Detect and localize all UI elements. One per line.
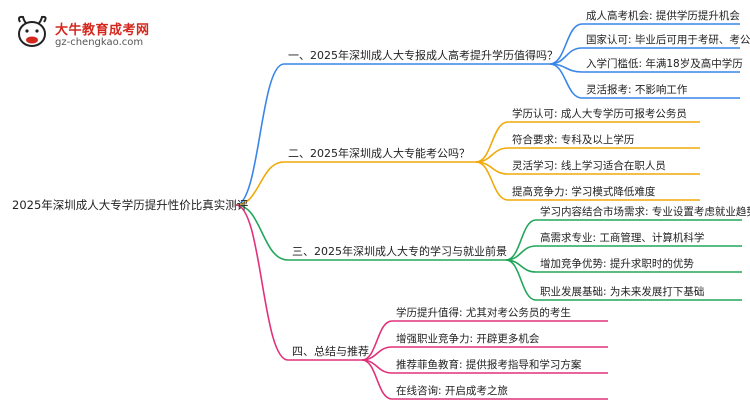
logo-name: 大牛教育成考网 [55,23,150,38]
branch-title: 一、2025年深圳成人大专报成人高考提升学历值得吗？ [288,48,558,62]
leaf-item: 高需求专业: 工商管理、计算机科学 [540,231,704,244]
leaf-item: 灵活报考: 不影响工作 [586,83,688,96]
leaf-item: 推荐菲鱼教育: 提供报考指导和学习方案 [396,358,582,371]
branch-connector [235,204,289,361]
leaf-item: 国家认可: 毕业后可用于考研、考公 [586,33,750,46]
bull-logo-icon [18,15,47,47]
site-logo: 大牛教育成考网 gz-chengkao.com [14,14,164,54]
branch-connector [235,63,285,206]
connector-lines [235,23,583,400]
leaf-item: 入学门槛低: 年满18岁及高中学历 [586,57,743,70]
branch-title: 二、2025年深圳成人大专能考公吗？ [288,146,470,160]
leaf-item: 成人高考机会: 提供学历提升机会 [586,9,740,22]
leaf-item: 学历认可: 成人大专学历可报考公务员 [512,107,687,120]
leaf-item: 学历提升值得: 尤其对考公务员的考生 [396,306,571,319]
branch-title: 四、总结与推荐 [292,344,369,358]
leaf-item: 提高竞争力: 学习模式降低难度 [512,185,656,198]
leaf-connector [505,259,537,301]
leaf-item: 在线咨询: 开启成考之旅 [396,384,508,397]
node-underlines [284,23,742,400]
leaf-item: 职业发展基础: 为未来发展打下基础 [540,285,704,298]
logo-url: gz-chengkao.com [55,37,144,48]
root-topic: 2025年深圳成人大专学历提升性价比真实测评 [12,198,249,212]
branch-connector [235,204,289,261]
node-labels: 2025年深圳成人大专学历提升性价比真实测评 一、2025年深圳成人大专报成人高考… [12,9,750,397]
leaf-connector [361,359,393,400]
leaf-item: 灵活学习: 线上学习适合在职人员 [512,159,666,172]
branch-connector [235,161,285,206]
leaf-item: 符合要求: 专科及以上学历 [512,133,634,146]
leaf-item: 增加竞争优势: 提升求职时的优势 [540,257,694,270]
branch-title: 三、2025年深圳成人大专的学习与就业前景 [292,244,507,258]
leaf-connector [475,161,509,201]
leaf-connector [549,63,583,99]
leaf-item: 增强职业竞争力: 开辟更多机会 [396,332,540,345]
leaf-item: 学习内容结合市场需求: 专业设置考虑就业趋势 [540,205,750,218]
